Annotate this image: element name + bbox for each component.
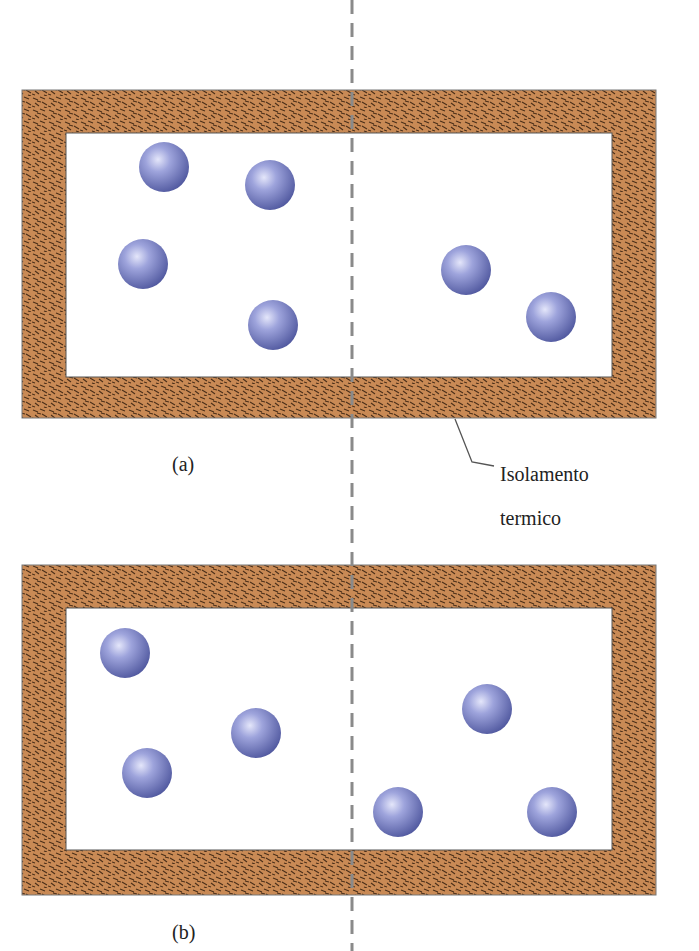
leader-line bbox=[455, 419, 494, 466]
insulated-box bbox=[22, 565, 656, 895]
panel-label: (b) bbox=[172, 920, 195, 944]
panel-label: (a) bbox=[172, 452, 194, 476]
insulated-box bbox=[22, 90, 656, 418]
part-label: Isolamento termico bbox=[500, 452, 612, 540]
dividing-line bbox=[351, 0, 354, 951]
molecules bbox=[100, 142, 577, 837]
